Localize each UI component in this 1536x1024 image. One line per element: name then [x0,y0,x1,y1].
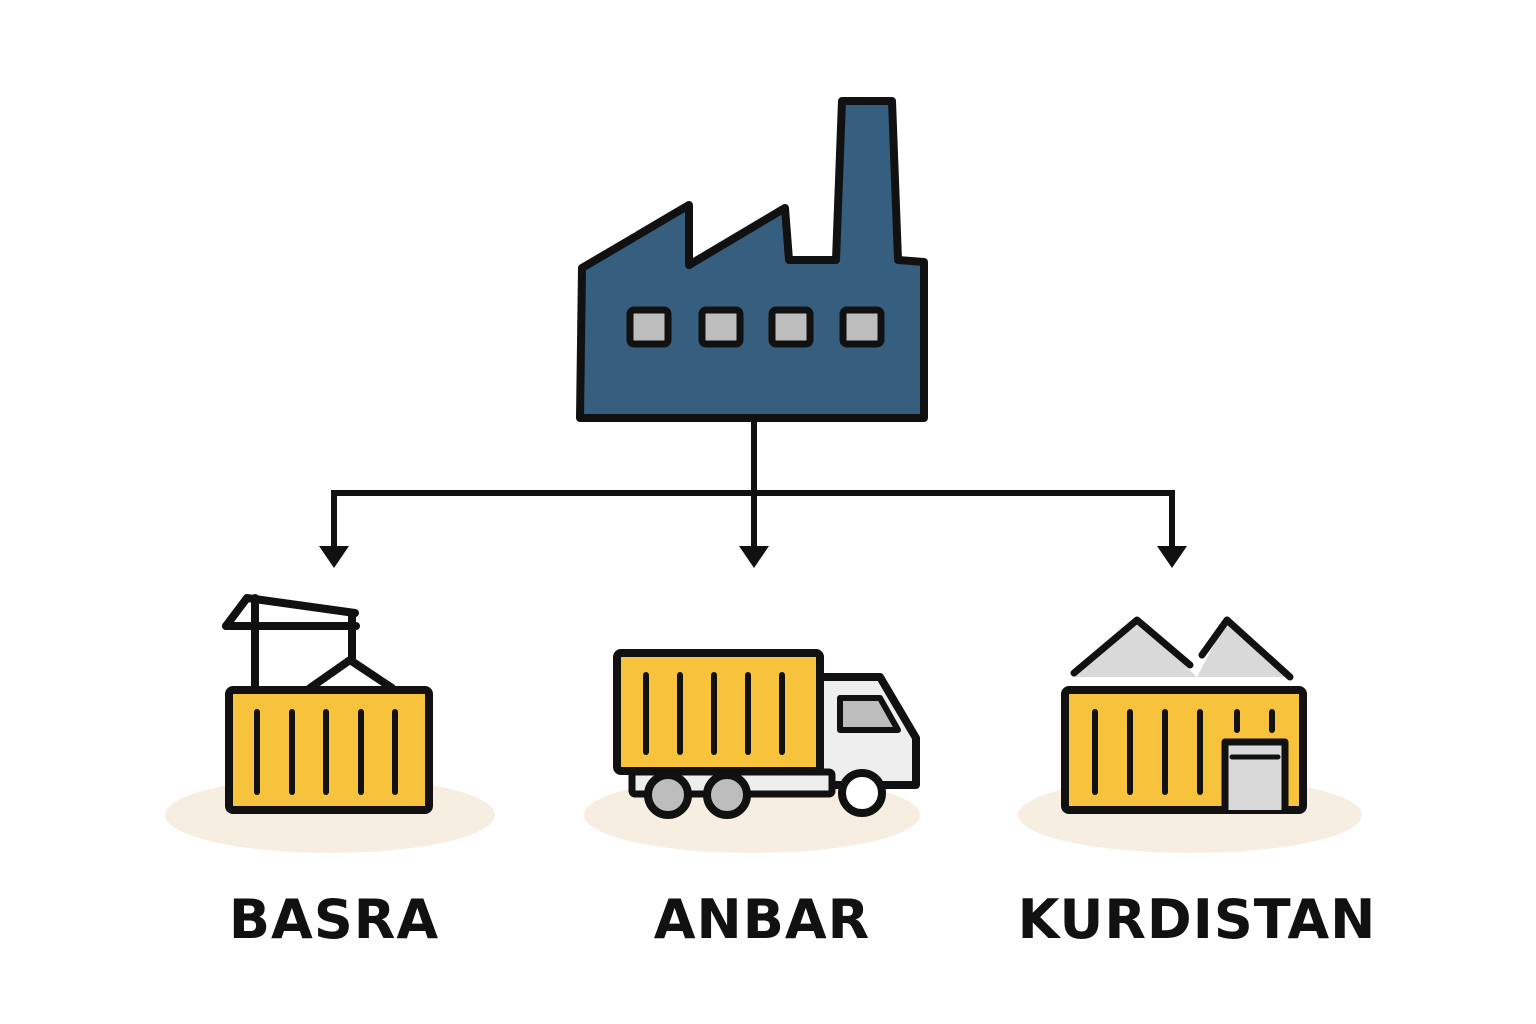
factory-window [768,306,814,348]
container-ribs [643,672,785,755]
container-ribs [254,709,398,795]
truck-container [613,649,824,775]
label-basra: BASRA [229,888,439,951]
crane [222,594,396,692]
arrowheads [319,546,1187,568]
factory-building [576,97,928,422]
arrowhead-basra [319,546,349,568]
warehouse-roof-outline [1070,616,1294,681]
factory-window [839,306,885,348]
warehouse-roof [1072,620,1292,677]
arrowhead-kurdistan [1157,546,1187,568]
label-anbar: ANBAR [654,888,871,951]
factory-window [626,306,672,348]
connector-lines [331,420,1175,550]
warehouse-door [1221,738,1289,814]
warehouse-icon [1061,616,1307,814]
label-kurdistan: KURDISTAN [1018,888,1377,951]
arrowhead-anbar [739,546,769,568]
truck-cab-window [837,695,901,733]
factory-window [698,306,744,348]
factory-icon [576,97,928,422]
port-crane-container-icon [222,594,433,814]
truck-wheel [703,771,751,819]
connector-bar [331,490,1175,550]
container-ribs [1092,709,1275,795]
truck-wheel [838,769,886,817]
container-truck-icon [613,649,920,819]
truck-wheel [644,771,692,819]
